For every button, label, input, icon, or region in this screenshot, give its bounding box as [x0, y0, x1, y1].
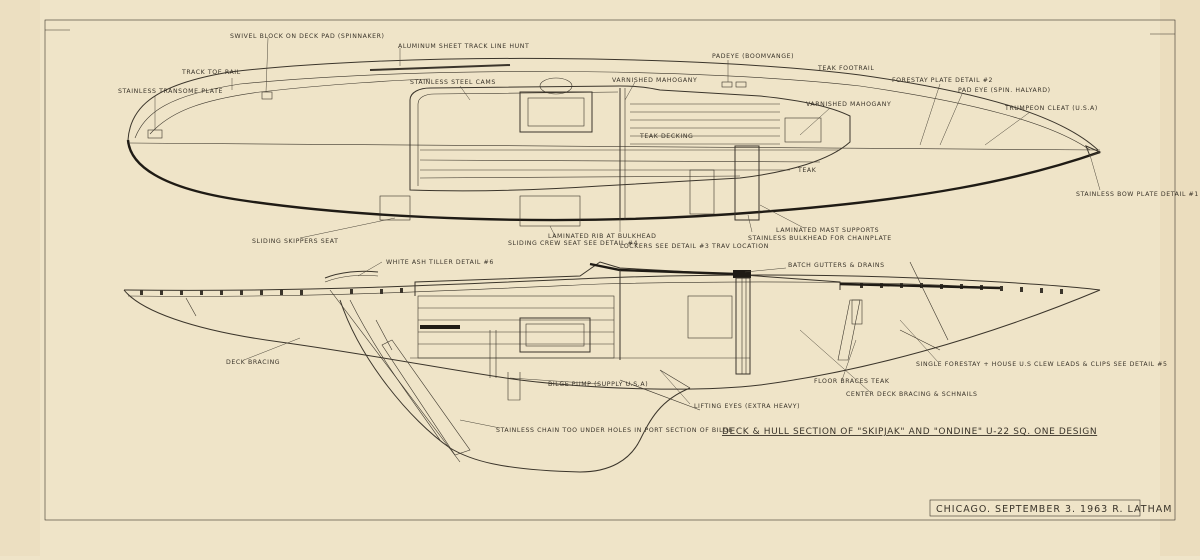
mast-step	[733, 270, 751, 278]
label-laminated-rib: LAMINATED RIB AT BULKHEAD	[548, 233, 656, 240]
seat-bar	[420, 325, 460, 329]
skipper-seat-box	[379, 195, 411, 221]
bilge-pump-pipe	[489, 330, 497, 378]
label-stainless-bulkhead: STAINLESS BULKHEAD FOR CHAINPLATE	[748, 235, 892, 242]
label-stainless-transom: STAINLESS TRANSOME PLATE	[118, 88, 223, 95]
label-floor-braces: FLOOR BRACES TEAK	[814, 378, 890, 385]
swivel-block	[261, 91, 273, 100]
interior-planking	[418, 307, 614, 345]
profile-leaders	[243, 261, 939, 429]
cockpit-coaming	[409, 85, 851, 192]
centerline	[129, 142, 1101, 151]
cabin-window-inner	[525, 323, 585, 347]
keel-outline	[339, 299, 691, 473]
label-deck-bracing-aft: DECK BRACING	[226, 359, 280, 366]
hull-underside	[123, 289, 1101, 390]
hatch-inner	[527, 97, 585, 127]
keel-inner	[349, 299, 441, 441]
drawing-border	[44, 19, 1176, 521]
cockpit-hatch	[519, 91, 593, 133]
label-stainless-chain: STAINLESS CHAIN TOO UNDER HOLES IN PORT …	[496, 427, 733, 434]
cockpit-inner-line	[417, 91, 619, 186]
hull-profile-view: WHITE ASH TILLER DETAIL #6 BATCH GUTTERS…	[123, 259, 1168, 473]
label-aluminum-track: ALUMINUM SHEET TRACK LINE HUNT	[398, 43, 529, 50]
label-teak-footrail: TEAK FOOTRAIL	[817, 65, 874, 72]
label-sliding-skipper: SLIDING SKIPPERS SEAT	[252, 238, 339, 245]
deck-plan-leaders	[154, 37, 1101, 239]
label-lifting-eyes: LIFTING EYES (EXTRA HEAVY)	[694, 403, 800, 410]
label-varnished-mahogany-2: VARNISHED MAHOGANY	[806, 101, 891, 108]
paper-edge-right	[1160, 0, 1200, 556]
varnished-panel	[784, 117, 822, 143]
bow-plate	[1085, 145, 1102, 157]
label-laminated-mast: LAMINATED MAST SUPPORTS	[776, 227, 879, 234]
bilge-well	[507, 372, 521, 401]
tiller	[324, 270, 379, 279]
paper-edge-left	[0, 0, 40, 556]
label-single-forestay: SINGLE FORESTAY + HOUSE U.S CLEW LEADS &…	[916, 361, 1168, 368]
label-white-ash-tiller: WHITE ASH TILLER DETAIL #6	[386, 259, 494, 266]
label-batch-gutters: BATCH GUTTERS & DRAINS	[788, 262, 885, 269]
label-center-bracing: CENTER DECK BRACING & SCHNAILS	[846, 391, 978, 398]
mast-support-block	[734, 145, 760, 221]
locker-box	[689, 169, 715, 215]
forestay-block	[851, 299, 863, 325]
label-trumpeter-cleat: TRUMPEON CLEAT (U.S.A)	[1004, 105, 1098, 112]
label-varnished-mahogany-1: VARNISHED MAHOGANY	[612, 77, 697, 84]
forestay-line	[909, 261, 949, 341]
label-bilge-pump: BILGE PUMP (SUPPLY U.S.A)	[548, 381, 648, 388]
rudder-blade	[381, 339, 471, 456]
tiller-lower	[324, 274, 379, 283]
hull-frames	[185, 297, 941, 411]
label-sliding-crew: SLIDING CREW SEAT SEE DETAIL #4	[508, 240, 638, 247]
label-lockers: LOCKERS SEE DETAIL #3 TRAV LOCATION	[620, 243, 769, 250]
profile-deck-inner	[127, 281, 1001, 297]
deck-plan-sheer-line	[127, 57, 1099, 151]
label-teak-decking: TEAK DECKING	[639, 133, 693, 140]
label-pad-eye-spin: PAD EYE (SPIN. HALYARD)	[958, 87, 1051, 94]
title-block	[929, 499, 1141, 517]
label-stainless-bow: STAINLESS BOW PLATE DETAIL #1	[1076, 191, 1199, 198]
companionway-arc	[539, 77, 573, 95]
deck-plan-view: ALUMINUM SHEET TRACK LINE HUNT SWIVEL BL…	[118, 33, 1199, 250]
deck-plan-inner-edge	[134, 71, 1091, 151]
profile-deck-line	[123, 274, 1101, 291]
toe-rail	[149, 78, 431, 135]
aluminum-track	[369, 64, 511, 71]
label-track-toe-rail: TRACK TOE RAIL	[181, 69, 241, 76]
label-padeye: PADEYE (BOOMVANGE)	[712, 53, 794, 60]
drawing-title: DECK & HULL SECTION OF "SKIPJAK" AND "ON…	[722, 427, 1097, 437]
mast-support-inner	[741, 277, 747, 375]
label-swivel-block: SWIVEL BLOCK ON DECK PAD (SPINNAKER)	[230, 33, 385, 40]
cabin-window	[519, 317, 591, 353]
cabin-trunk	[414, 261, 841, 296]
title-block-stamp: CHICAGO. SEPTEMBER 3. 1963 R. LATHAM	[936, 504, 1172, 515]
label-forestay-plate: FORESTAY PLATE DETAIL #2	[892, 77, 993, 84]
hull-bottom-line	[126, 139, 1101, 222]
foredeck-heavy	[839, 282, 1001, 290]
cockpit-planking	[419, 103, 840, 179]
label-stainless-cams: STAINLESS STEEL CAMS	[410, 79, 496, 86]
locker-panel	[687, 295, 733, 339]
label-teak: TEAK	[797, 167, 817, 174]
padeye-fitting	[721, 81, 733, 88]
padeye-fitting	[735, 81, 747, 88]
